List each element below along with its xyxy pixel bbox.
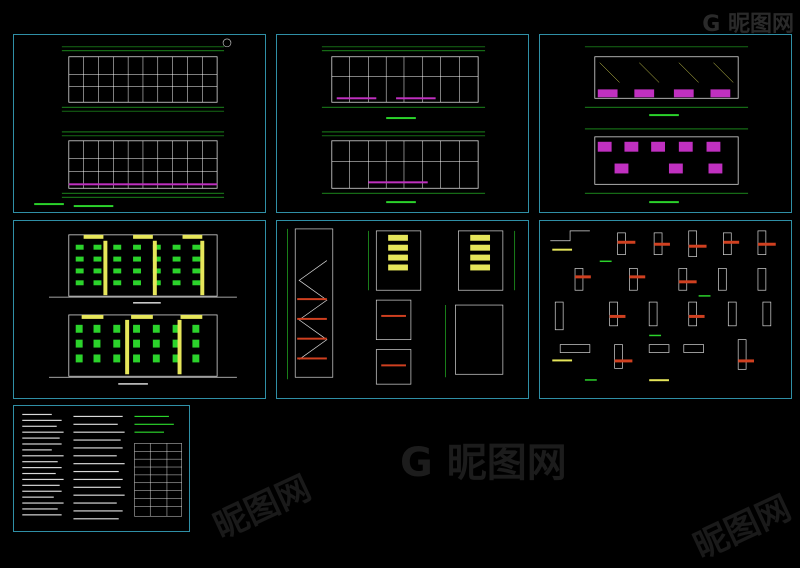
floor-plans-2-drawing xyxy=(321,46,486,204)
watermark-text-diagonal-1: 昵图网 xyxy=(207,467,318,548)
watermark-logo-bottom: G 昵图网 xyxy=(400,430,567,488)
watermark-logo-mark: G xyxy=(702,12,721,37)
sheet-roof-plans xyxy=(539,34,792,213)
sheet-sections xyxy=(276,220,529,399)
watermark-text-top: 昵图网 xyxy=(727,12,794,37)
watermark-text-bottom: 昵图网 xyxy=(446,440,567,486)
roof-plans-drawing xyxy=(584,46,749,204)
design-notes-drawing xyxy=(22,413,182,520)
watermark-diagonal-1: 昵图网 xyxy=(204,461,317,549)
floor-plans-1-drawing xyxy=(34,38,232,208)
watermark-logo-mark-bottom: G xyxy=(400,440,433,486)
watermark-logo-top: G 昵图网 xyxy=(702,6,794,38)
details-drawing xyxy=(550,230,776,382)
sheet-floor-plans-1 xyxy=(13,34,266,213)
elevations-drawing xyxy=(49,234,237,385)
sheet-floor-plans-2 xyxy=(276,34,529,213)
sections-drawing xyxy=(287,228,516,385)
watermark-diagonal-2: 昵图网 xyxy=(684,481,797,568)
sheet-elevations xyxy=(13,220,266,399)
watermark-text-diagonal-2: 昵图网 xyxy=(687,487,798,568)
sheet-details xyxy=(539,220,792,399)
sheet-design-notes xyxy=(13,405,190,532)
